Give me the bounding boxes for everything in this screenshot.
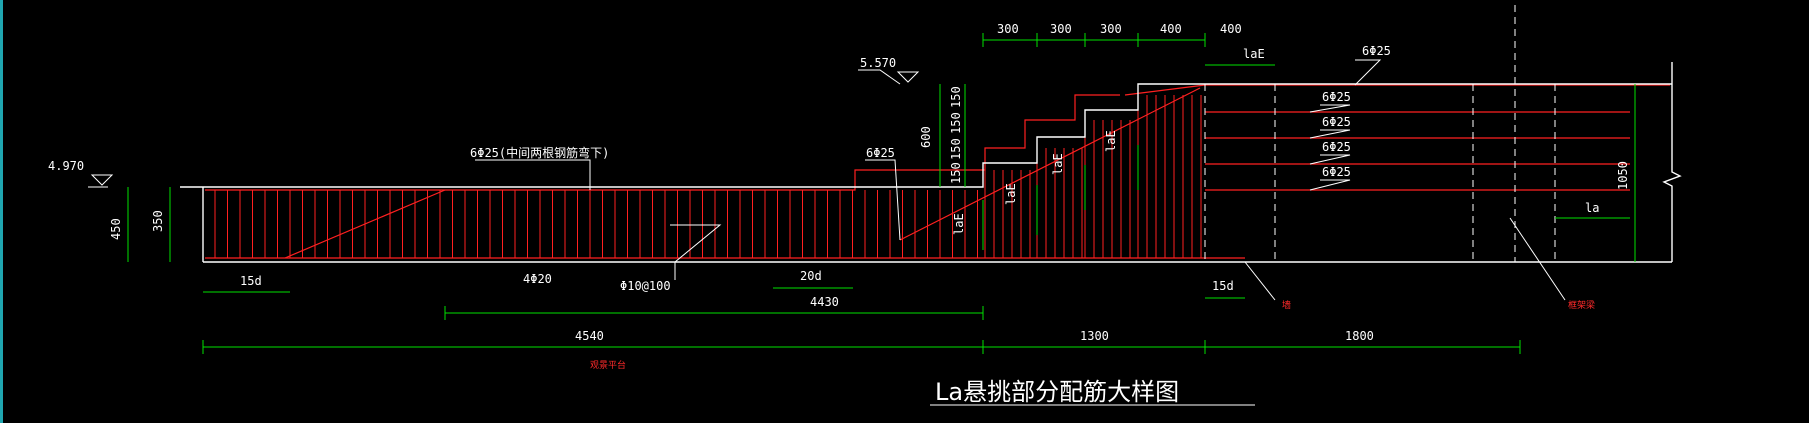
dim-150-c: 150 [949,138,963,160]
leader-mid-bar [865,159,901,241]
label-lae-3: laE [1051,153,1065,175]
elev-left: 4.970 [48,159,84,173]
dim-450: 450 [109,218,123,240]
label-top-bar: 6Φ25(中间两根钢筋弯下) [470,145,609,160]
elev-top: 5.570 [860,56,896,70]
dashed-lines [1204,5,1556,262]
label-r1: 6Φ25 [1322,90,1351,104]
leader-r1 [1309,104,1351,113]
leader-r2 [1309,129,1351,139]
label-frame-beam: 框架梁 [1568,299,1595,311]
elev-marker-top [896,71,920,83]
leader-lines [88,59,1566,406]
leader-top-bar [475,159,591,190]
leader-stirrup [670,224,722,280]
dim-15d-left: 15d [240,274,262,288]
dim-150-a: 150 [949,86,963,108]
label-la: la [1585,201,1599,215]
dim-300-b: 300 [1050,22,1072,36]
concrete-outline [180,62,1682,263]
dim-600: 600 [919,126,933,148]
leader-r3 [1309,154,1351,165]
dim-20d: 20d [800,269,822,283]
dim-1300: 1300 [1080,329,1109,343]
dimension-lines [127,33,1636,354]
label-lae-2: laE [1004,183,1018,205]
dim-150-d: 150 [949,162,963,184]
leader-top-right [1354,59,1382,86]
outline-top [203,83,1672,188]
leader-frame-beam [1509,217,1566,301]
dim-150-b: 150 [949,112,963,134]
label-platform: 观景平台 [590,359,626,371]
label-wall: 墙 [1282,299,1291,311]
dim-4430: 4430 [810,295,839,309]
drawing-title: La悬挑部分配筋大样图 [935,378,1179,406]
outline-break-line [1662,62,1682,262]
label-lae-4: laE [1104,130,1118,152]
label-r4: 6Φ25 [1322,165,1351,179]
leader-wall [1244,261,1276,301]
label-r2: 6Φ25 [1322,115,1351,129]
label-top-right: 6Φ25 [1362,44,1391,58]
dim-15d-right: 15d [1212,279,1234,293]
rebar-bent-main [899,87,1201,241]
label-mid-bar: 6Φ25 [866,146,895,160]
label-lae-1: laE [952,213,966,235]
dim-1800: 1800 [1345,329,1374,343]
label-bottom-bar: 4Φ20 [523,272,552,286]
rebar-top-stepped [205,94,1120,191]
leader-r4 [1309,179,1351,191]
dim-400-a: 400 [1160,22,1182,36]
leader-elev-top [858,69,901,85]
dim-400-b: 400 [1220,22,1242,36]
label-r3: 6Φ25 [1322,140,1351,154]
dim-lae-top: laE [1243,47,1265,61]
elev-marker-left [90,174,114,186]
dim-4540: 4540 [575,329,604,343]
rebar-bent-left [284,189,446,259]
dim-300-c: 300 [1100,22,1122,36]
dim-300-a: 300 [997,22,1019,36]
label-stirrup: Φ10@100 [620,279,671,293]
dim-350: 350 [151,210,165,232]
longitudinal-rebar [205,84,1670,259]
dim-1050: 1050 [1616,161,1630,190]
left-edge-bar [0,0,3,423]
